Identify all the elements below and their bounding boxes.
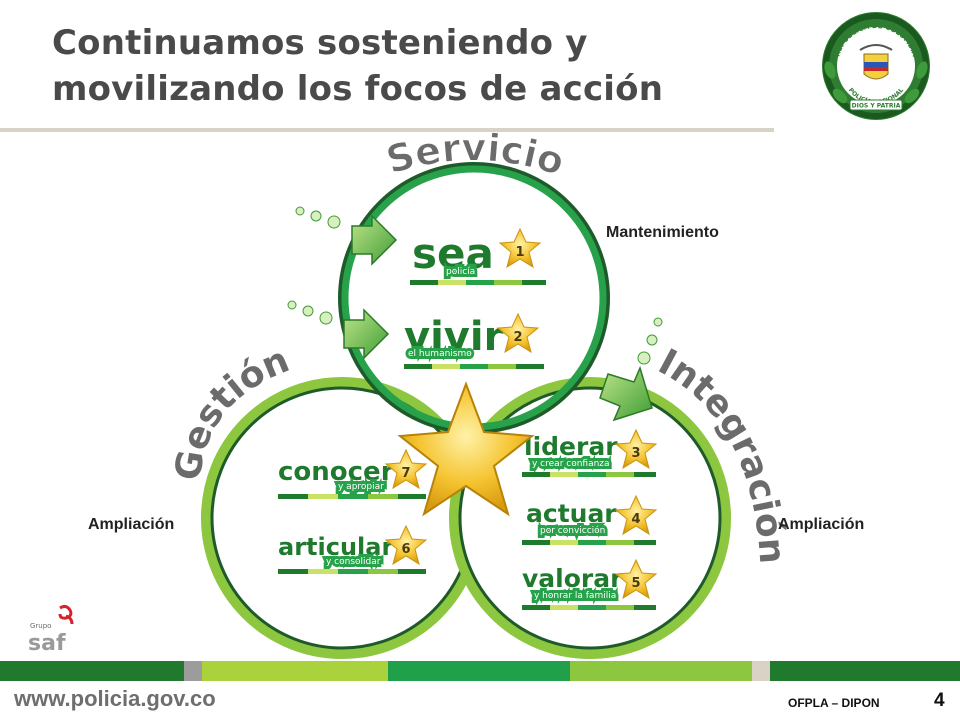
item-2-sub: el humanismo: [408, 349, 472, 359]
item-3-word: liderar: [524, 432, 618, 461]
item-7-sub: y apropiar: [338, 482, 384, 492]
footer-url: www.policia.gov.co: [14, 686, 216, 711]
saf-name: saf: [28, 631, 66, 654]
arrow-1-icon: [295, 206, 398, 266]
title-line-2: movilizando los focos de acción: [52, 69, 664, 109]
item-3-sub: y crear confianza: [532, 459, 610, 469]
saf-logo-icon: Grupo saf: [28, 604, 74, 654]
item-2-word: vivir: [404, 314, 504, 360]
item-6-number: 6: [401, 542, 410, 557]
arrow-2-icon: [287, 300, 390, 360]
focus-item-1: sea policía 1: [410, 228, 546, 285]
focus-item-6: articular y consolidar 6: [278, 525, 427, 574]
label-ampliacion-left: Ampliación: [88, 516, 175, 533]
arrow-3-icon: [599, 317, 663, 422]
footer-color-stripe: [0, 661, 960, 681]
focus-item-7: conocer y apropiar 7: [278, 449, 427, 499]
focus-item-4: actuar por convicción 4: [522, 495, 657, 545]
item-4-sub: por convicción: [540, 525, 605, 536]
label-ampliacion-right: Ampliación: [778, 516, 865, 533]
integracion-circle: [449, 377, 731, 659]
item-4-number: 4: [631, 512, 640, 527]
title-divider: [0, 128, 774, 132]
label-mantenimiento: Mantenimiento: [606, 224, 719, 241]
item-1-word: sea: [412, 229, 494, 278]
focus-diagram: Servicio Gestión Integración sea policía…: [168, 132, 792, 659]
page-number: 4: [934, 690, 945, 711]
footer-code: OFPLA – DIPON: [788, 696, 880, 710]
focus-item-2: vivir el humanismo 2: [404, 313, 544, 369]
national-police-seal-icon: REPÚBLICA DE COLOMBIA POLICÍA NACIONAL D…: [822, 12, 930, 120]
title-line-1: Continuamos sosteniendo y: [52, 23, 588, 63]
item-5-number: 5: [631, 576, 640, 591]
item-5-sub: y honrar la familia: [534, 591, 616, 601]
center-star-icon: [397, 381, 535, 517]
item-7-word: conocer: [278, 457, 394, 487]
item-3-number: 3: [631, 446, 640, 461]
focus-item-5: valorar y honrar la familia 5: [522, 559, 657, 610]
slide-title: Continuamos sosteniendo y movilizando lo…: [52, 20, 772, 112]
item-6-word: articular: [278, 533, 393, 561]
servicio-label: Servicio: [381, 132, 570, 185]
saf-group-label: Grupo: [30, 622, 51, 630]
focus-item-3: liderar y crear confianza 3: [522, 429, 657, 477]
servicio-circle: [338, 162, 610, 434]
item-7-number: 7: [401, 466, 410, 481]
svg-text:Servicio: Servicio: [381, 132, 569, 184]
item-1-number: 1: [515, 245, 524, 260]
seal-banner: DIOS Y PATRIA: [852, 103, 901, 110]
item-5-word: valorar: [522, 564, 623, 593]
item-2-number: 2: [513, 330, 522, 345]
item-6-sub: y consolidar: [326, 557, 381, 567]
item-4-word: actuar: [526, 499, 617, 528]
item-1-sub: policía: [446, 267, 475, 277]
